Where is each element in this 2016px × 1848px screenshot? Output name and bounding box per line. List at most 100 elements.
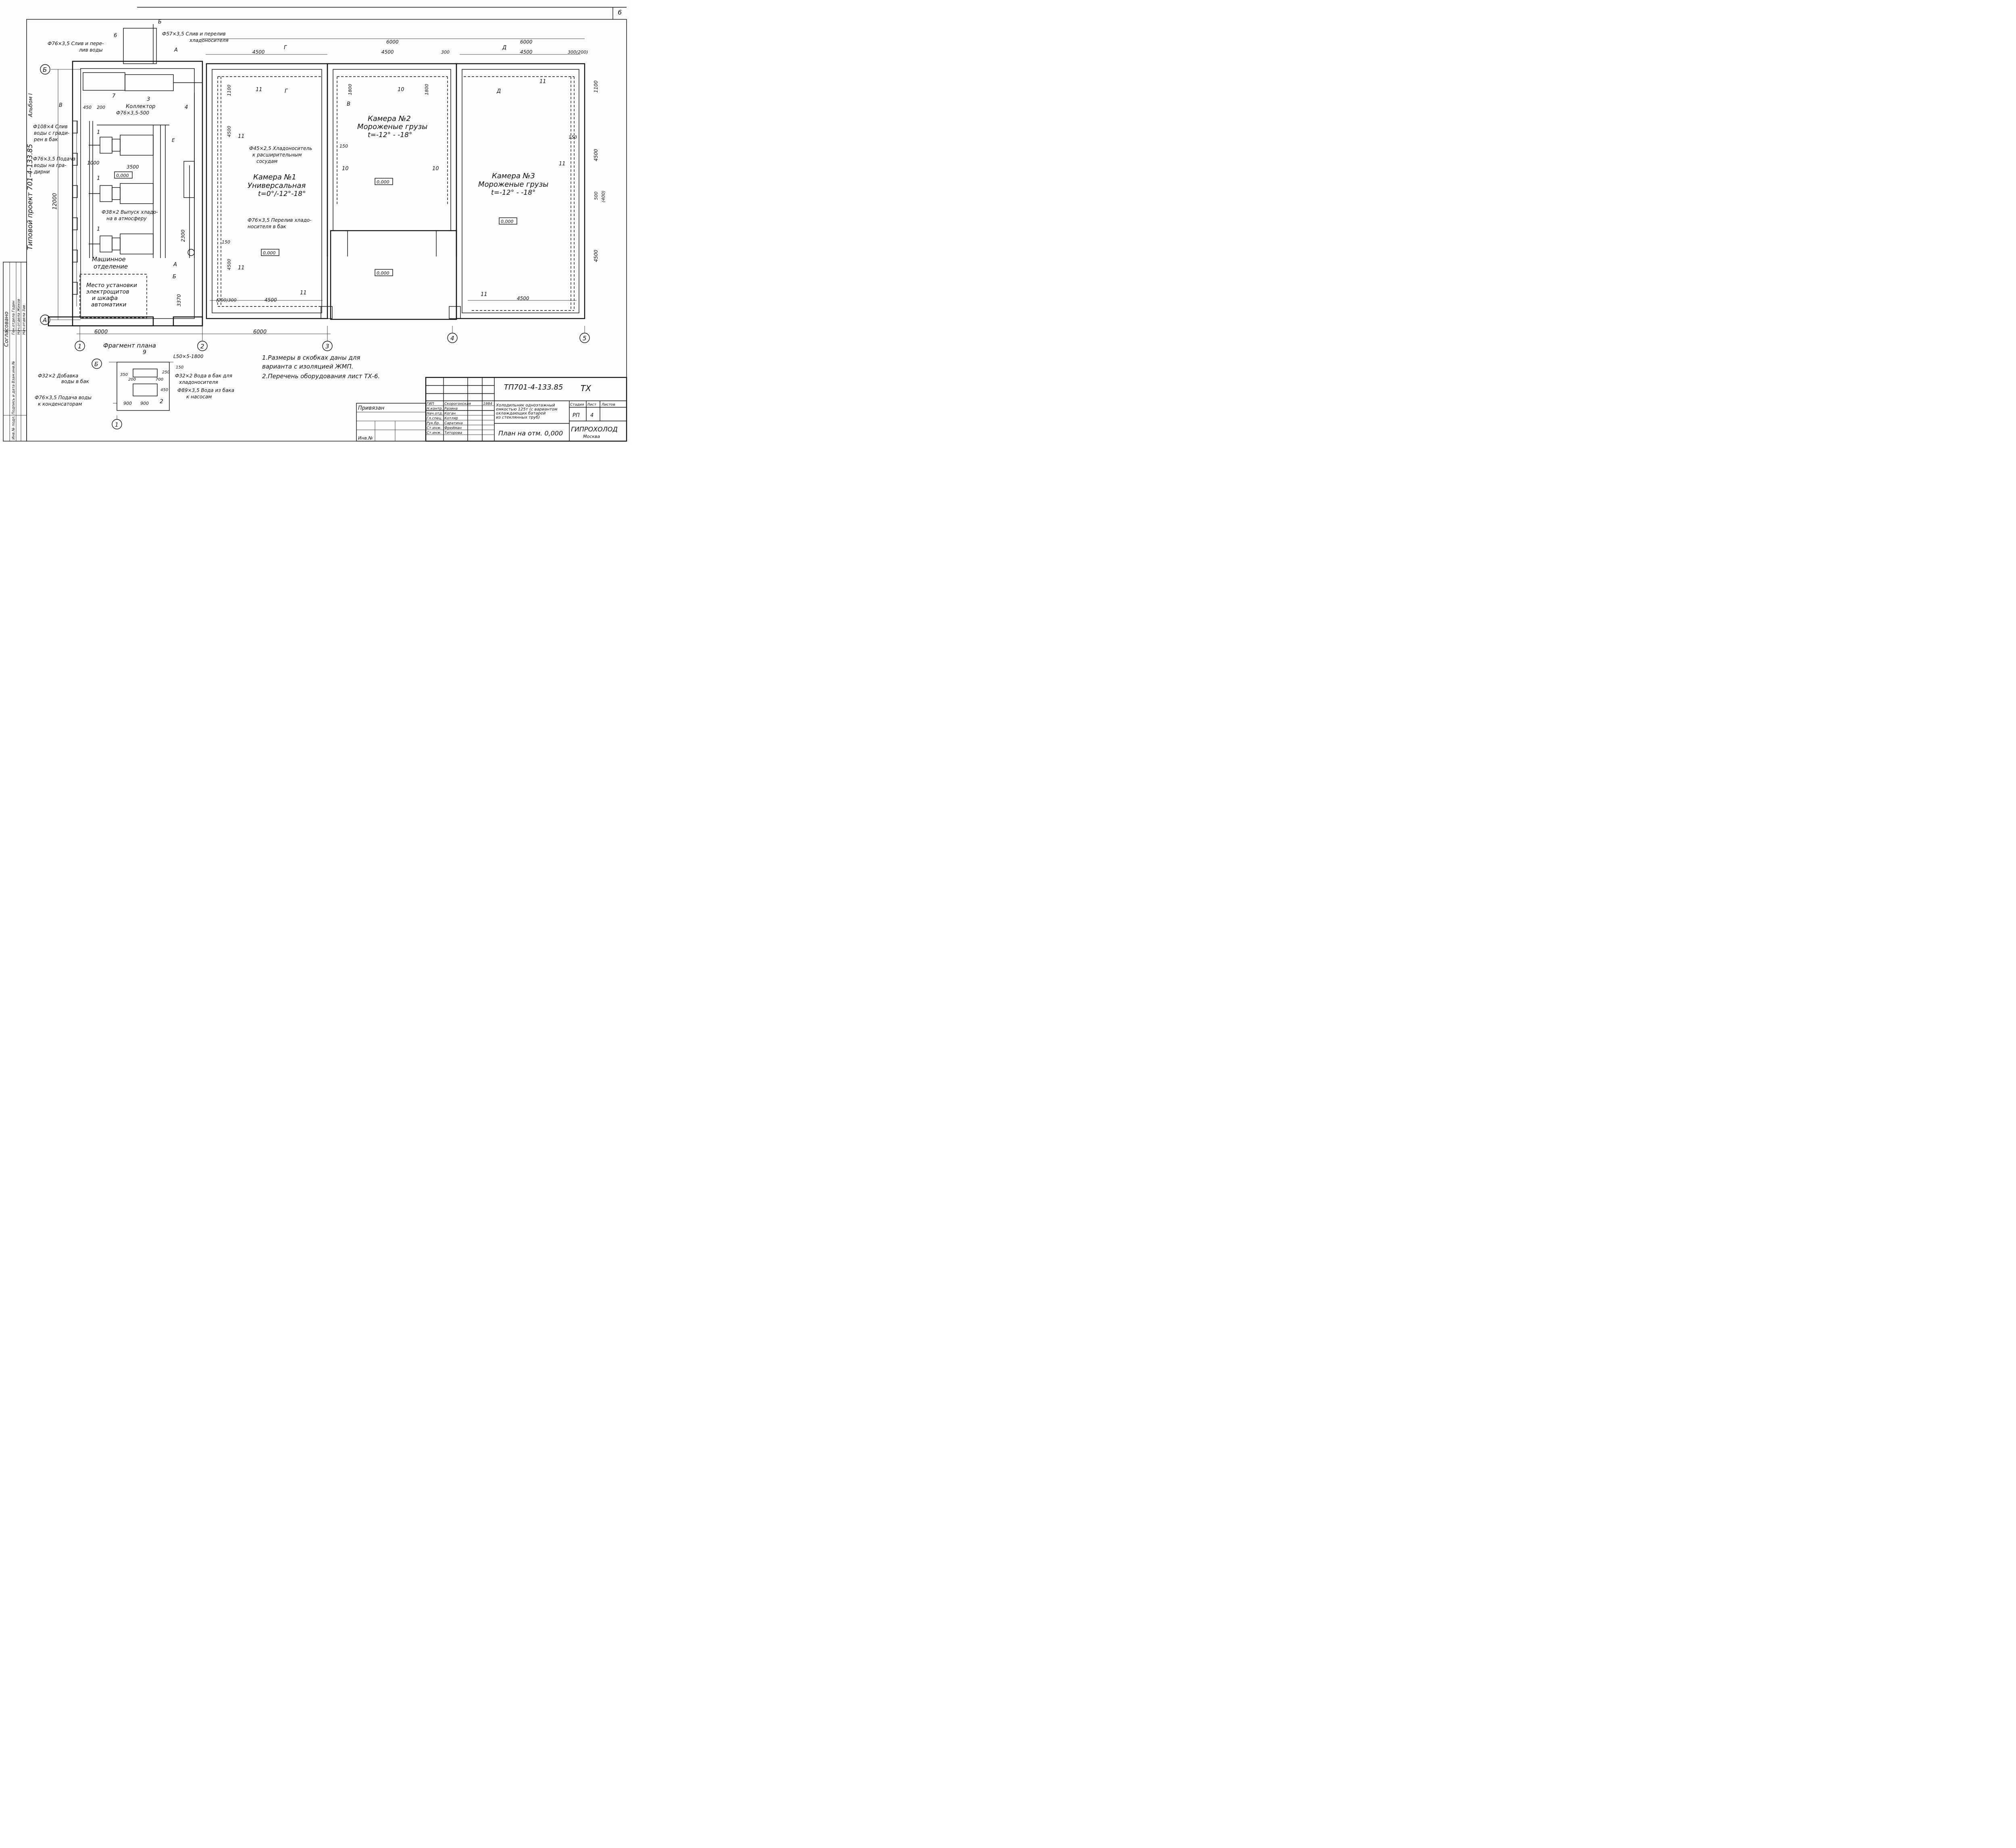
drawing-sheet: 6 Согласовано Ген.отдела Годин Нач.отдел…	[0, 0, 631, 444]
role-3: Гл.спец.	[427, 417, 442, 421]
dim-1800-a: 1800	[348, 84, 353, 95]
section-d-bottom: Д	[496, 88, 501, 94]
camera-2-title: Камера №2	[368, 115, 411, 123]
callout-10a: 10	[398, 87, 404, 93]
role-0: ГИП	[427, 402, 434, 406]
name-5: Фрейман	[444, 426, 462, 430]
machine-room	[48, 24, 203, 327]
section-b-bottom: Б	[173, 274, 176, 280]
dim-1800-b: 1800	[424, 84, 429, 95]
camera-1	[206, 63, 333, 319]
description-3: из стеклянных труб)	[496, 415, 540, 420]
axis-bubble-5	[579, 333, 590, 343]
dim-400: (400)	[601, 190, 606, 202]
axis-label-b: Б	[43, 66, 47, 73]
stamp-row-2: Нач.отдела Жихов	[17, 299, 21, 335]
section-e: Е	[172, 138, 175, 143]
axis-label-3: 3	[325, 343, 329, 350]
dim-4500-right2: 4500	[593, 250, 599, 262]
dim-4500-bottom3: 4500	[517, 296, 529, 301]
dim-6000-d: 6000	[520, 39, 533, 45]
pipe-label-17: Ф76×3,5 Перелив хладо-	[248, 217, 311, 223]
dim-450: 450	[83, 105, 92, 110]
title-block	[356, 377, 627, 442]
dim-500: 500	[594, 192, 599, 200]
dim-4500-cam2: 4500	[381, 49, 394, 55]
callout-4: 4	[185, 104, 188, 110]
axis-bubble-2	[197, 341, 208, 351]
role-4: Рук.бр.	[427, 421, 440, 425]
fragment-label-0: L50×5-1800	[173, 354, 204, 359]
corridor-walls	[330, 230, 457, 320]
fragment-title: Фрагмент плана	[103, 342, 156, 349]
fragment-label-7: Ф89×3,5 Вода из бака	[177, 388, 234, 393]
dim-300-200: 300(200)	[568, 50, 588, 55]
callout-11b: 11	[238, 133, 245, 140]
title-code: ТП701-4-133.85	[504, 383, 563, 392]
camera-1-type: Универсальная	[248, 181, 306, 190]
callout-1a: 1	[97, 129, 100, 135]
camera-3-walls	[456, 63, 585, 319]
dim-150-cam3: 150	[569, 135, 577, 140]
callout-6: 6	[114, 33, 117, 39]
pipe-label-11: дирни	[33, 169, 50, 175]
description-1: емкостью 125т (с вариантом	[496, 407, 558, 412]
dim-1100-right: 1100	[593, 80, 599, 93]
stamp-row-3: Нач.отдела Зав	[22, 305, 26, 335]
stage-header: Стадия	[570, 403, 584, 407]
pipe-label-4: Коллектор	[126, 104, 155, 110]
callout-10c: 10	[432, 166, 439, 172]
role-5: Ст.инж.	[427, 426, 442, 430]
fragment-dim-4: 450	[160, 388, 168, 392]
section-a-bottom: А	[173, 262, 177, 268]
dim-4500-cam3: 4500	[520, 49, 533, 55]
date-0: 1984	[483, 402, 492, 406]
section-v-left: В	[59, 102, 62, 108]
fragment-label-3: Ф32×2 Вода в бак для	[175, 373, 232, 379]
dim-3500: 3500	[127, 164, 139, 170]
camera-1-temp: t=0°/-12°-18°	[258, 190, 306, 198]
dim-4500-l2: 4500	[227, 259, 232, 270]
axis-label-5: 5	[583, 335, 587, 342]
section-b-top: Б	[158, 19, 162, 25]
name-2: Коган	[444, 412, 456, 416]
pipe-label-10: воды на гра-	[34, 163, 67, 168]
pipe-label-14: сосудам	[256, 158, 277, 164]
dim-4500-right1: 4500	[593, 149, 599, 161]
callout-10b: 10	[342, 166, 349, 172]
pipe-label-0: Ф57×3,5 Слив и перелив	[162, 31, 226, 37]
sheets-header: Листов	[601, 403, 615, 407]
dim-200-300: (200)300	[216, 298, 237, 303]
electrical-label-4: автоматики	[91, 302, 127, 308]
fragment-label-4: хладоносителя	[179, 379, 218, 385]
callout-7: 7	[112, 93, 116, 99]
dim-3370: 3370	[176, 294, 182, 306]
callout-11a: 11	[256, 87, 262, 93]
fragment-callout-b: Б	[94, 361, 98, 368]
fragment-dim-0: 350	[120, 373, 128, 377]
fragment-callout-2: 2	[160, 398, 163, 405]
side-stamp: Согласовано Ген.отдела Годин Нач.отдела …	[3, 93, 34, 442]
name-3: Котляр	[444, 417, 458, 421]
section-g-top: Г	[284, 45, 287, 51]
dim-150-cam1: 150	[222, 240, 230, 245]
camera-3	[449, 63, 585, 319]
dim-6000-a: 6000	[94, 329, 108, 335]
level-mark-cam1: 0,000	[263, 250, 276, 256]
sheet-header: Лист	[587, 403, 597, 407]
axis-label-a: А	[42, 317, 47, 324]
org-name: ГИПРОХОЛОД	[571, 425, 618, 433]
name-0: Скорогонская	[444, 402, 471, 406]
callout-11d: 11	[300, 290, 307, 296]
fragment-dim-1: 200	[128, 377, 136, 382]
condenser-unit-3	[89, 233, 154, 254]
title-mark: ТХ	[581, 383, 591, 393]
sheet-number: 6	[618, 8, 622, 16]
section-d-top: Д	[502, 45, 506, 51]
camera-3-type: Мороженые грузы	[478, 180, 548, 189]
axis-label-4: 4	[450, 335, 454, 342]
section-a-top: А	[174, 47, 178, 53]
camera-2-temp: t=-12° - -18°	[368, 131, 412, 139]
machine-room-label-1: Машинное	[92, 256, 126, 263]
album-label: Альбом I	[28, 93, 34, 117]
